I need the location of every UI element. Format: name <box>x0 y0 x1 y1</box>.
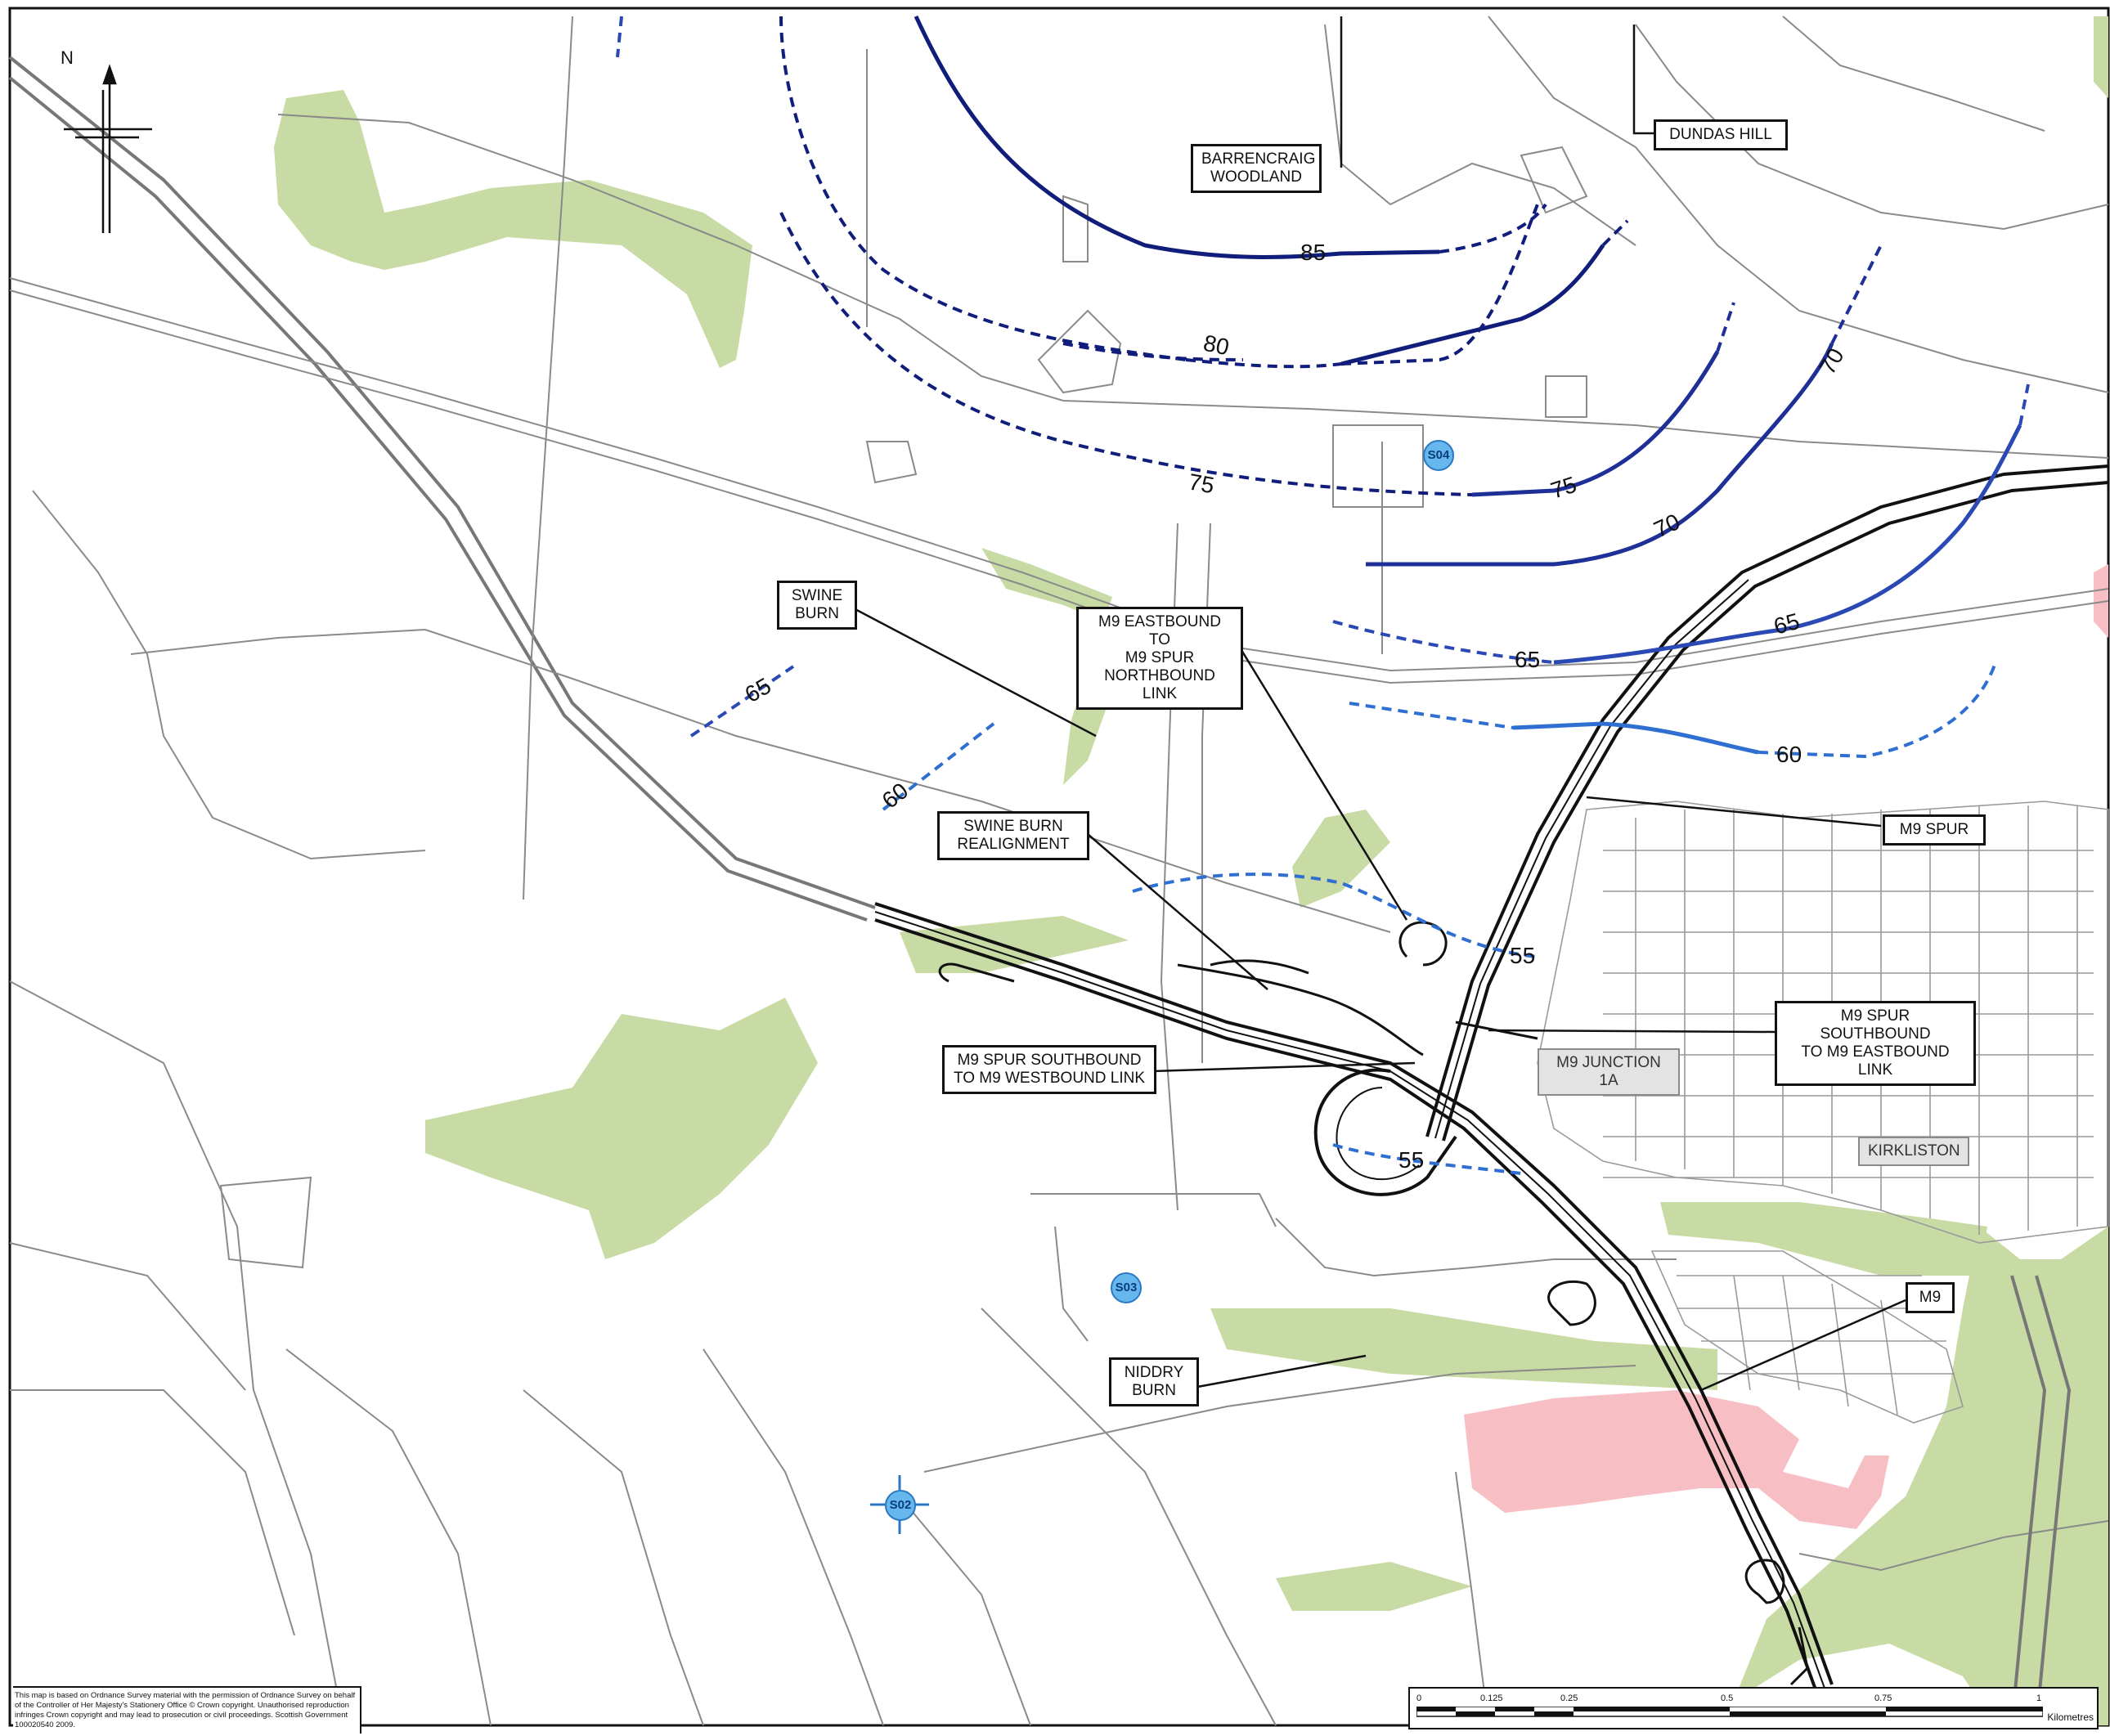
scale-bar: 0 0.125 0.25 0.5 0.75 1 Kilometres <box>1408 1687 2099 1729</box>
label-kirkliston: KIRKLISTON <box>1858 1137 1969 1166</box>
label-m9-spur-southbound-to-westbound: M9 SPUR SOUTHBOUND TO M9 WESTBOUND LINK <box>942 1045 1156 1094</box>
woodland-central <box>1292 810 1390 908</box>
contour-label-80: 80 <box>1201 330 1232 361</box>
contour-labels: 85 80 75 75 70 70 65 65 65 60 60 55 55 <box>741 240 1849 1173</box>
pink-areas <box>1464 564 2108 1529</box>
contour-label-55-south: 55 <box>1398 1147 1424 1173</box>
scale-unit: Kilometres <box>2047 1711 2094 1723</box>
woodland-swine-north <box>981 548 1112 621</box>
woodland-northwest <box>274 90 752 368</box>
scale-bar-graphic <box>1416 1707 2043 1717</box>
woodland-niddry <box>1210 1308 1717 1390</box>
label-m9-spur-southbound-to-eastbound: M9 SPUR SOUTHBOUND TO M9 EASTBOUND LINK <box>1775 1001 1976 1086</box>
woodland-southwest <box>425 998 818 1259</box>
scale-tick-0125: 0.125 <box>1480 1693 1503 1703</box>
proposed-roads <box>874 464 2109 1702</box>
scale-tick-025: 0.25 <box>1560 1693 1578 1703</box>
contour-lines <box>616 15 2030 1175</box>
scale-tick-075: 0.75 <box>1874 1693 1892 1703</box>
label-m9: M9 <box>1906 1282 1955 1313</box>
contour-label-60-east: 60 <box>1776 742 1802 767</box>
site-marker-s03[interactable]: S03 <box>1111 1272 1142 1303</box>
site-crosshair-s02 <box>870 1475 929 1534</box>
label-dundas-hill: DUNDAS HILL <box>1654 119 1788 150</box>
pink-area-south <box>1464 1390 1889 1529</box>
contour-label-75-west: 75 <box>1187 469 1216 498</box>
label-barrencraig-woodland: BARRENCRAIG WOODLAND <box>1191 144 1322 193</box>
scale-tick-0: 0 <box>1416 1693 1422 1703</box>
scale-tick-05: 0.5 <box>1721 1693 1734 1703</box>
label-swine-burn: SWINE BURN <box>777 581 857 630</box>
north-label: N <box>61 47 74 68</box>
map-frame <box>8 7 2110 1727</box>
woodland-northeast <box>2094 16 2108 98</box>
label-niddry-burn: NIDDRY BURN <box>1109 1357 1199 1406</box>
north-arrow <box>64 64 152 233</box>
woodland-south <box>1276 1562 1472 1611</box>
label-m9-eastbound-to-spur-northbound: M9 EASTBOUND TO M9 SPUR NORTHBOUND LINK <box>1076 607 1243 710</box>
label-swine-burn-realignment: SWINE BURN REALIGNMENT <box>937 811 1089 860</box>
label-m9-spur: M9 SPUR <box>1883 814 1986 846</box>
woodland-southeast <box>1734 1227 2108 1725</box>
scale-tick-1: 1 <box>2036 1693 2042 1703</box>
label-m9-junction-1a: M9 JUNCTION 1A <box>1538 1048 1680 1096</box>
label-leaders <box>850 16 1906 1392</box>
contour-label-55-north: 55 <box>1510 943 1535 968</box>
woodland-kirkliston-south <box>1660 1202 1987 1276</box>
pink-area-east <box>2094 564 2108 638</box>
woodland-areas <box>274 16 2108 1725</box>
copyright-notice: This map is based on Ordnance Survey mat… <box>13 1686 361 1734</box>
site-marker-s04[interactable]: S04 <box>1423 440 1454 471</box>
contour-label-85: 85 <box>1300 240 1326 265</box>
contour-label-65-center: 65 <box>1515 647 1540 672</box>
